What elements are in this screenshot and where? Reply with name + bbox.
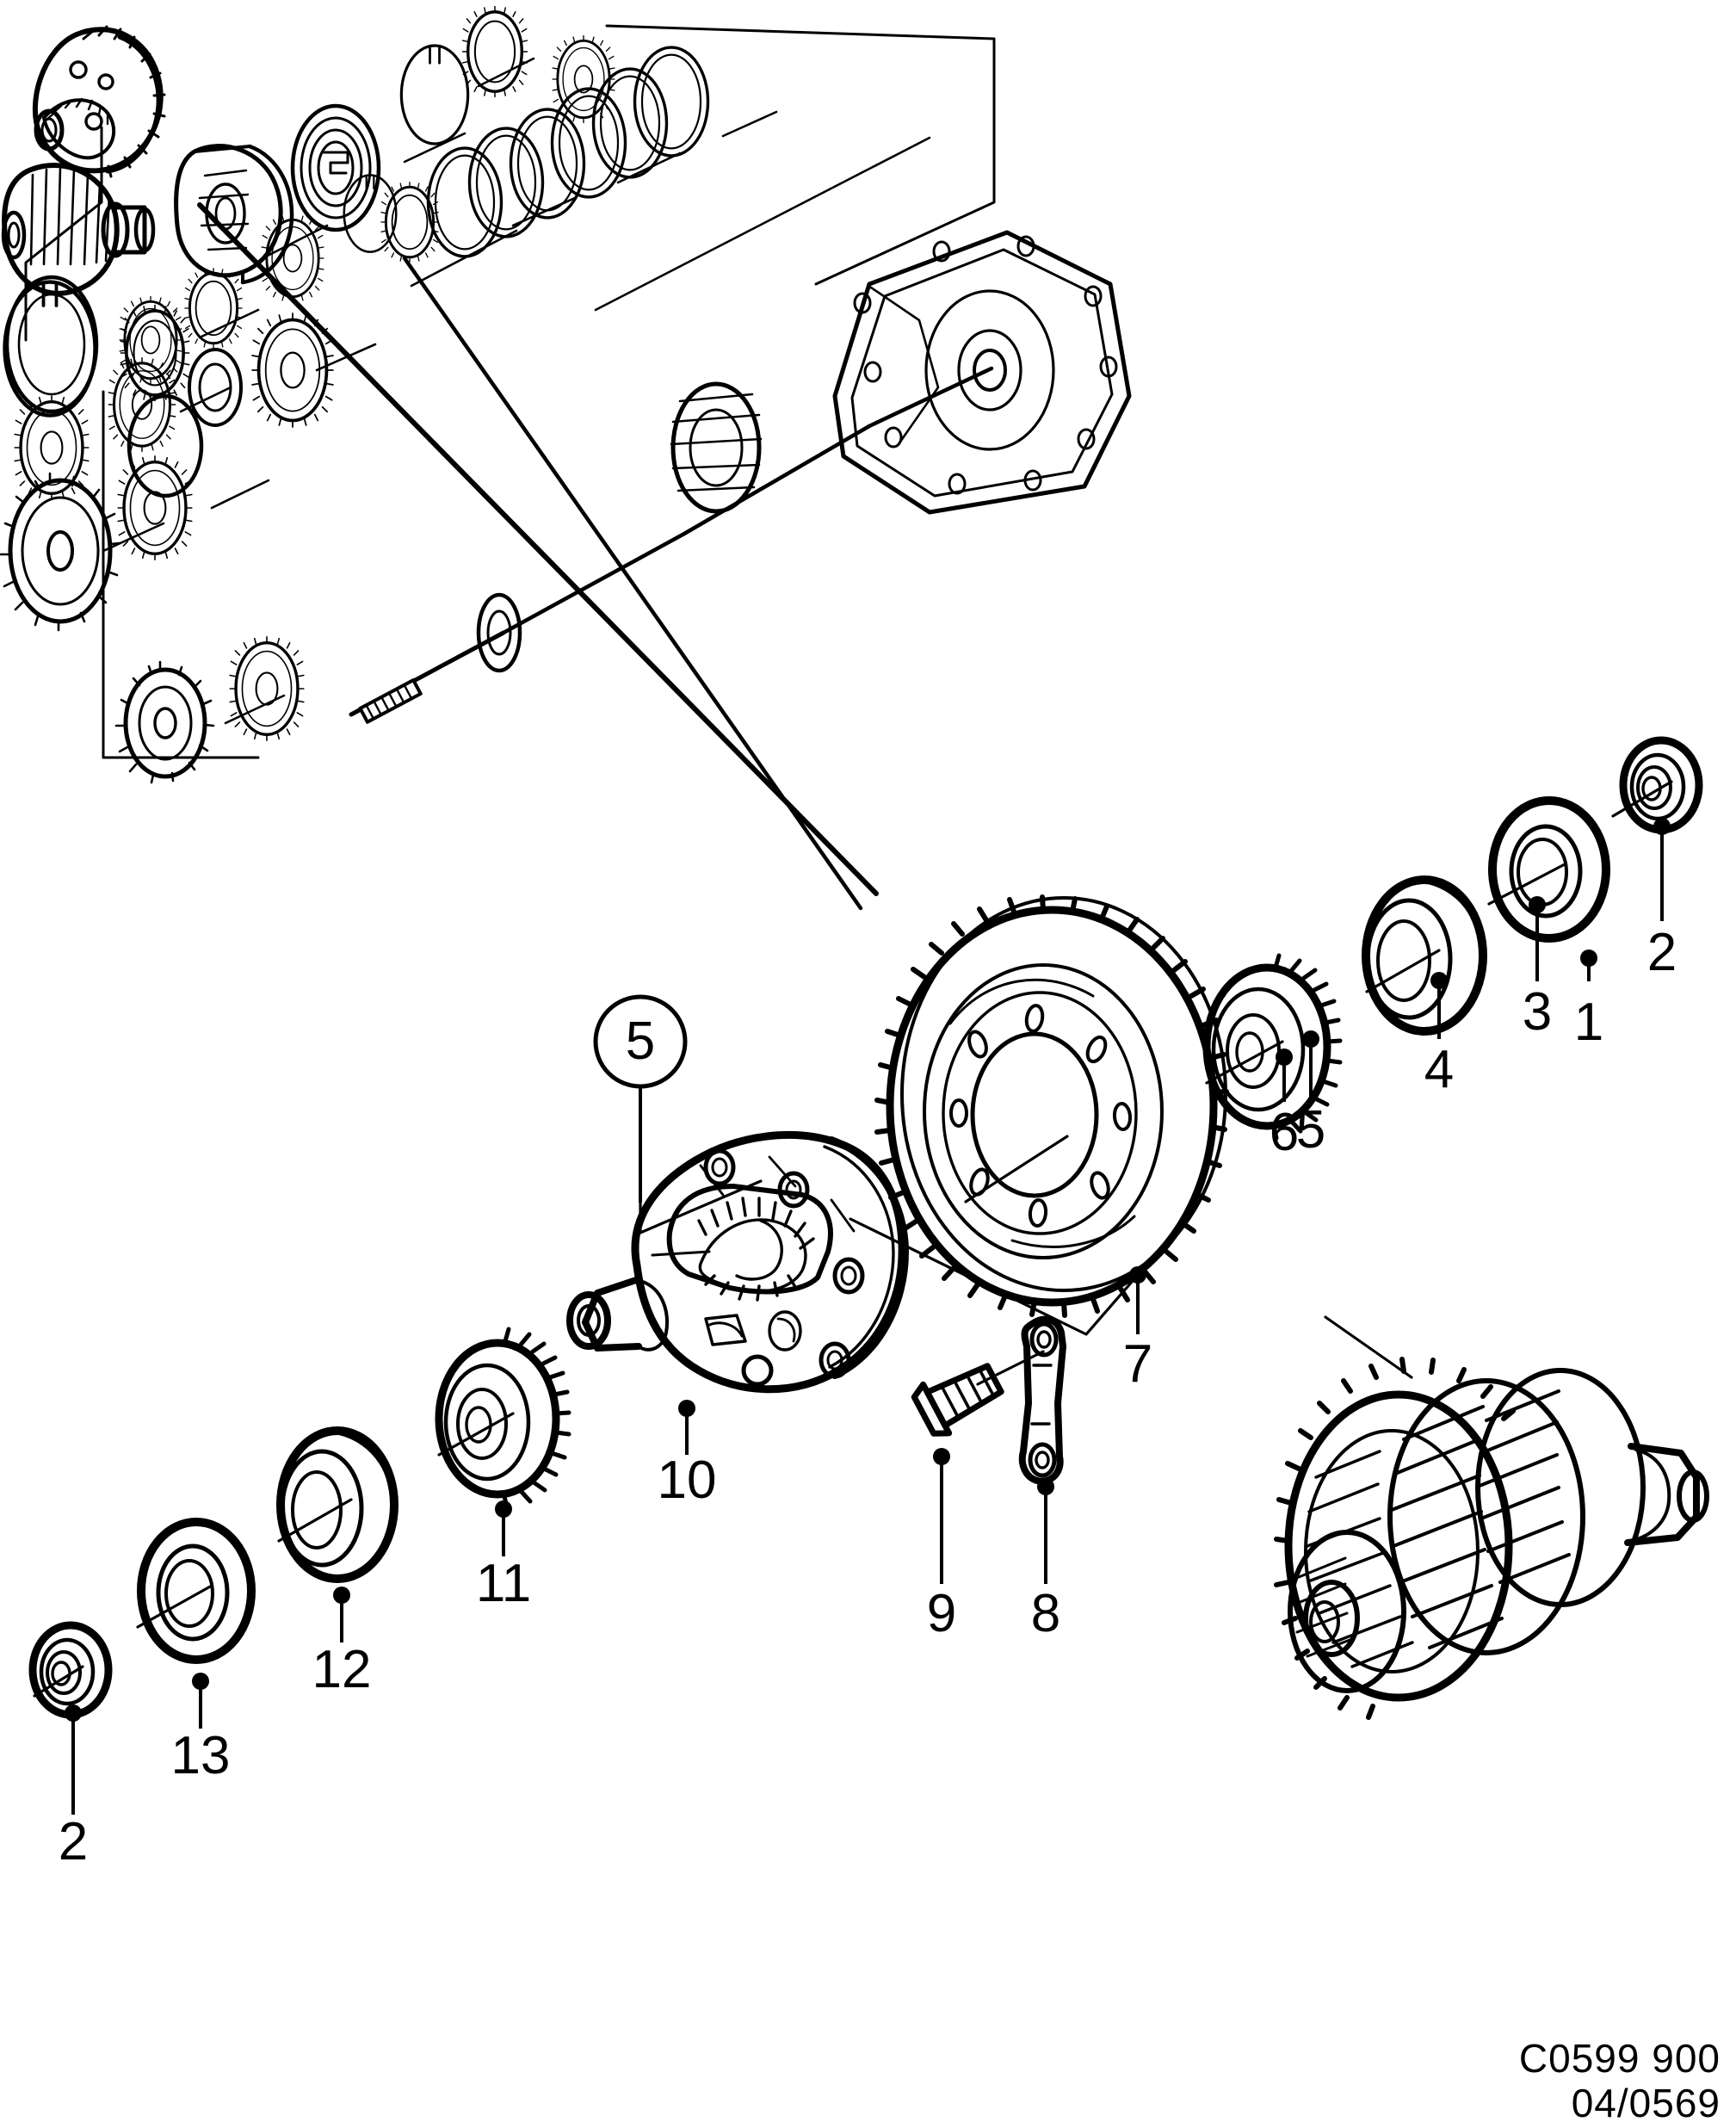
callout-dot [1276,1049,1293,1066]
callout-5: 5 [1296,1030,1325,1160]
ring-gear-part [874,894,1229,1318]
callout-dot [1037,1478,1054,1495]
caption-line-2: 04/0569 [1571,2081,1721,2125]
bearing-race-4-part [1362,875,1487,1036]
callout-1: 1 [1574,950,1603,1052]
callout-dot [933,1448,950,1465]
callout-6: 6 [1270,1049,1299,1162]
callout-number: 5 [626,1011,655,1071]
callout-number: 7 [1123,1334,1152,1394]
callout-number: 4 [1424,1040,1454,1099]
callout-12: 12 [312,1587,372,1699]
callout-dot [1302,1030,1319,1048]
bearing-11-part [435,1327,571,1511]
callout-7: 7 [1123,1266,1152,1394]
callout-number: 8 [1031,1584,1060,1643]
callout-dot [1129,1266,1146,1284]
callout-dot [495,1500,512,1518]
callout-number: 11 [476,1554,531,1613]
callout-2r: 2 [1647,818,1677,982]
callout-dot [333,1587,350,1604]
hex-bolt-9-part [911,1363,1004,1437]
callout-number: 13 [171,1726,231,1785]
callout-10: 10 [658,1400,717,1510]
callout-dot [192,1673,209,1690]
lock-plate-8-part [1018,1315,1066,1485]
callout-3: 3 [1523,896,1552,1042]
callout-number: 9 [927,1584,956,1643]
callout-dot [1430,972,1448,989]
callout-number: 10 [658,1451,717,1510]
callout-2l: 2 [59,1704,88,1871]
callout-5c: 5 [593,994,688,1203]
callout-number: 6 [1270,1103,1299,1162]
pinion-shaft-cluster-part [1274,1357,1709,1720]
callout-11: 11 [476,1500,531,1613]
callout-number: 5 [1296,1100,1325,1160]
callout-number: 3 [1523,982,1552,1042]
callout-number: 12 [312,1640,372,1699]
callout-number: 2 [59,1812,88,1871]
callout-9: 9 [927,1448,956,1643]
callout-8: 8 [1031,1478,1060,1643]
callout-dot [1580,950,1597,967]
bearing-6-part [1202,953,1343,1141]
shim-washer-13-part [137,1518,256,1664]
callout-dot [65,1704,82,1722]
callout-13: 13 [171,1673,231,1785]
callout-4: 4 [1424,972,1454,1099]
callout-number: 2 [1647,923,1677,982]
callout-number: 1 [1574,993,1603,1052]
callout-dot [1529,896,1546,913]
callout-dot [1653,818,1671,835]
bearing-race-12-part [276,1426,398,1583]
callout-dot [678,1400,695,1417]
caption-line-1: C0599 900 [1518,2036,1721,2081]
